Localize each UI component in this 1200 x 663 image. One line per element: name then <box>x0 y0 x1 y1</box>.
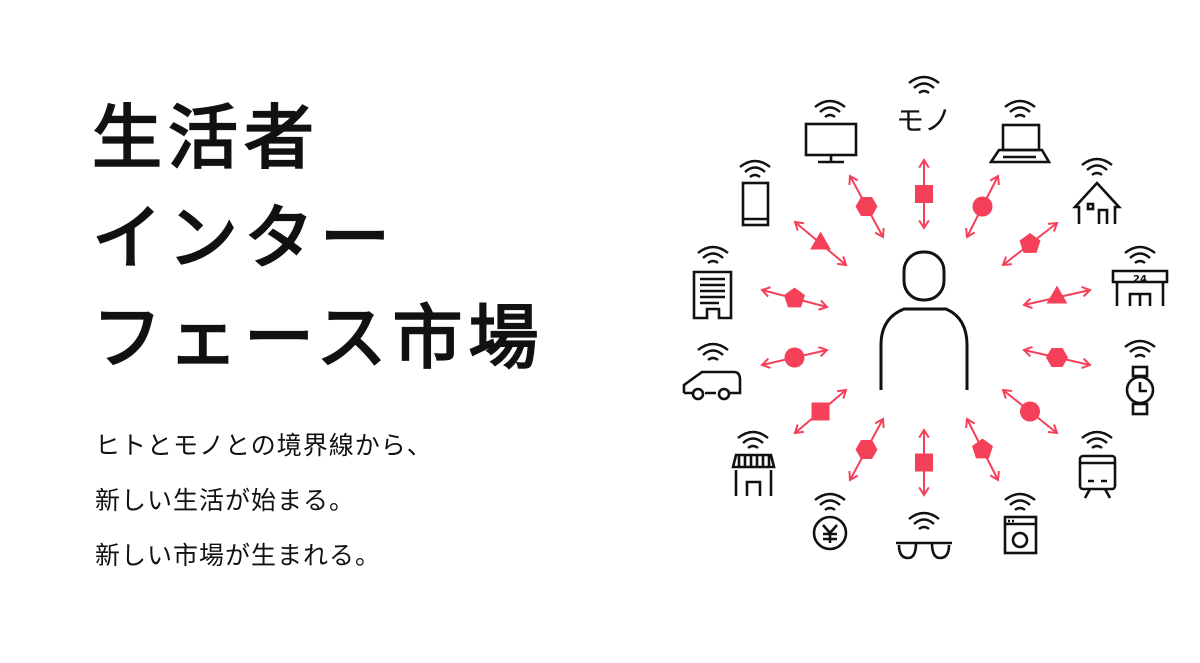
store-sign-label: 24 <box>1133 274 1147 285</box>
wifi-icon <box>737 430 769 449</box>
washing-machine-icon <box>1003 515 1038 555</box>
wifi-icon <box>697 245 729 264</box>
title-line: インター <box>92 197 396 279</box>
pentagon-marker <box>972 438 993 459</box>
double-arrow <box>760 286 829 311</box>
wifi-icon <box>739 159 771 178</box>
pentagon-marker <box>1019 233 1041 253</box>
wifi-icon <box>1081 157 1113 176</box>
title-line: フェース市場 <box>92 297 545 379</box>
house-icon <box>1072 181 1122 224</box>
convenience-store-icon: 24 <box>1111 269 1169 306</box>
person-icon <box>879 250 969 390</box>
subtitle: ヒトとモノとの境界線から、 新しい生活が始まる。 新しい市場が生まれる。 <box>95 418 433 583</box>
double-arrow <box>760 346 829 369</box>
subtitle-line: 新しい市場が生まれる。 <box>95 541 382 570</box>
double-arrow <box>1022 285 1092 309</box>
car-icon <box>682 370 742 401</box>
office-building-icon <box>692 270 733 320</box>
double-arrow <box>965 174 1000 239</box>
hexagon-marker <box>855 197 878 216</box>
wifi-icon <box>908 75 940 94</box>
wifi-icon <box>814 492 846 511</box>
double-arrow <box>793 388 848 435</box>
subtitle-line: ヒトとモノとの境界線から、 <box>95 431 433 460</box>
circle-marker <box>972 196 993 217</box>
wifi-icon <box>1004 492 1036 511</box>
subtitle-line: 新しい生活が始まる。 <box>95 486 356 515</box>
mono-label: モノ <box>896 104 952 137</box>
triangle-marker <box>1046 285 1068 304</box>
square-marker <box>811 402 830 421</box>
shop-icon <box>731 453 776 496</box>
wristwatch-icon <box>1125 365 1155 416</box>
double-arrow <box>1001 221 1059 267</box>
tv-icon <box>804 122 858 164</box>
double-arrow <box>1022 346 1092 369</box>
triangle-marker <box>810 231 831 250</box>
hexagon-marker <box>855 440 878 459</box>
wifi-icon <box>814 99 846 118</box>
wifi-icon <box>1124 245 1156 264</box>
double-arrow <box>1001 388 1059 435</box>
smartphone-icon <box>741 181 770 227</box>
circle-marker <box>784 347 805 368</box>
wifi-icon <box>908 511 940 530</box>
double-arrow <box>915 158 933 230</box>
title-line: 生活者 <box>92 97 320 179</box>
double-arrow <box>965 417 1000 482</box>
double-arrow <box>848 174 885 239</box>
double-arrow <box>848 417 885 482</box>
yen-coin-icon <box>812 515 848 551</box>
laptop-icon <box>988 123 1052 164</box>
square-marker <box>915 453 933 472</box>
wifi-icon <box>1124 339 1156 358</box>
page-title: 生活者 インター フェース市場 <box>92 88 545 388</box>
double-arrow <box>793 220 848 267</box>
double-arrow <box>915 428 933 497</box>
train-icon <box>1078 454 1117 499</box>
wifi-icon <box>1004 99 1036 118</box>
wifi-icon <box>1081 430 1113 449</box>
square-marker <box>915 185 933 203</box>
wifi-icon <box>697 342 729 361</box>
pentagon-marker <box>784 287 805 308</box>
glasses-icon <box>896 541 952 560</box>
hexagon-marker <box>1046 348 1068 367</box>
circle-marker <box>1020 401 1040 422</box>
